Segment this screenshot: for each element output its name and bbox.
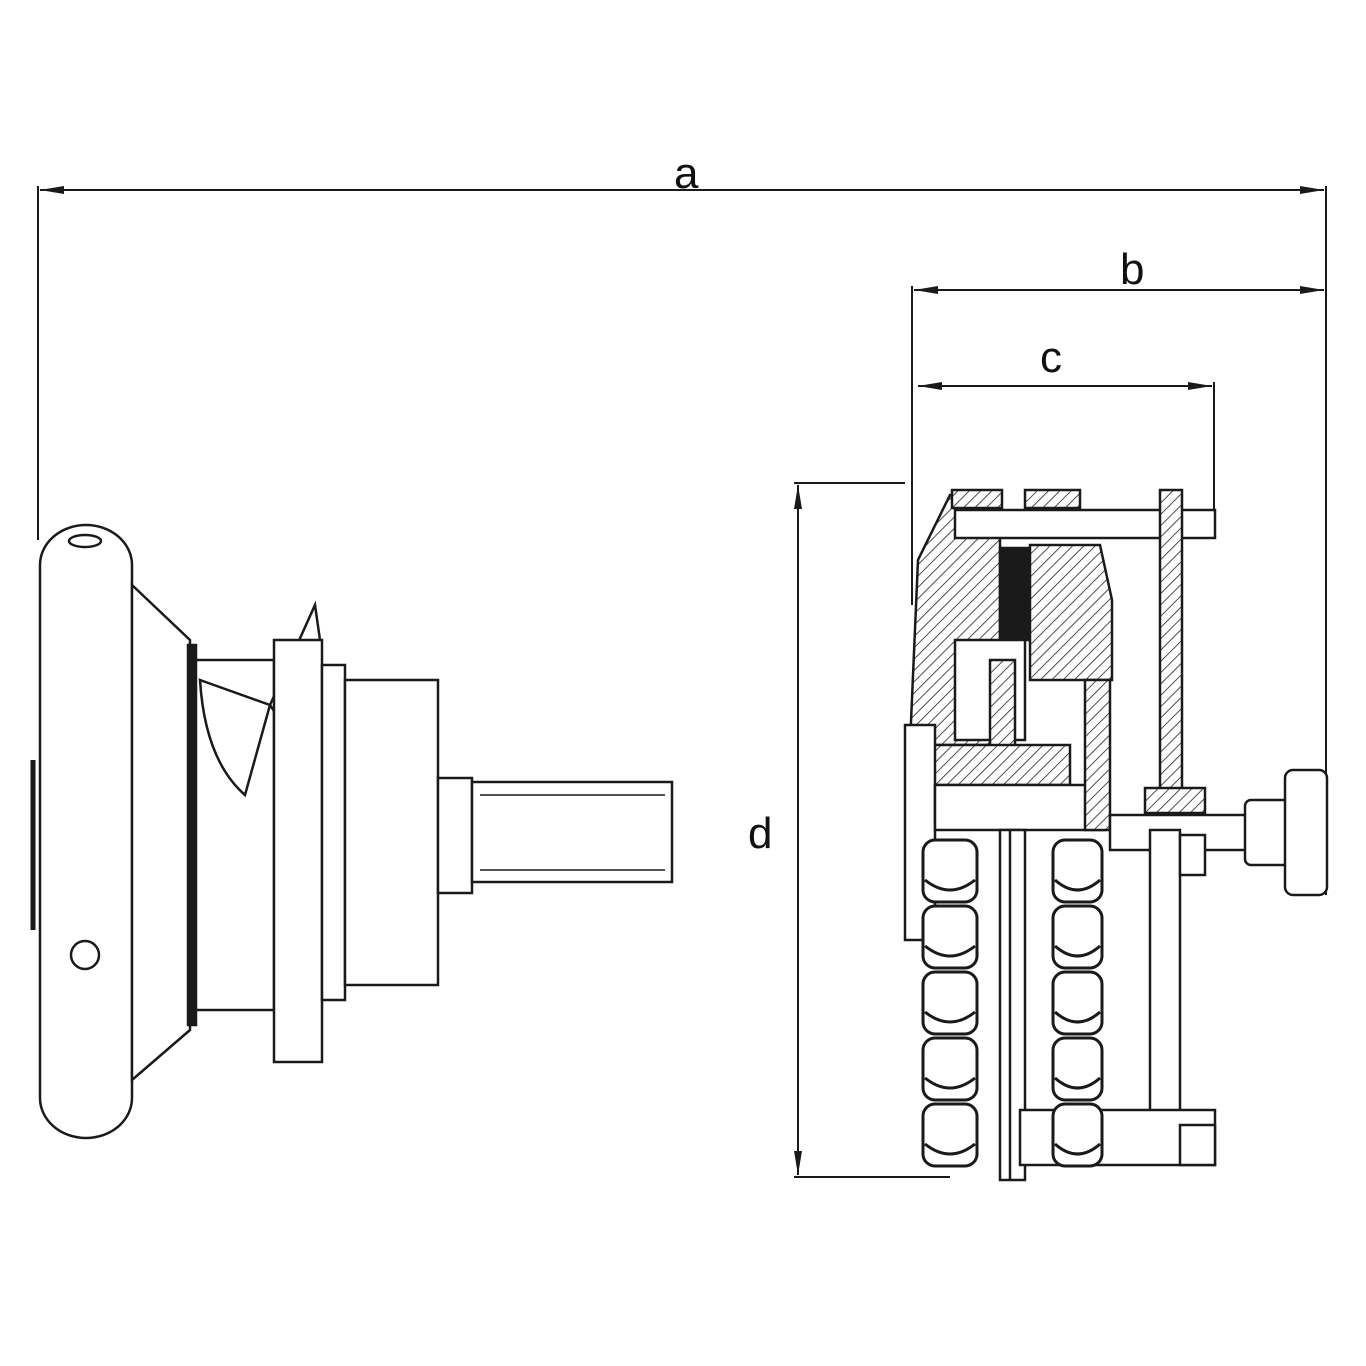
jaw-segment-edge <box>924 878 976 892</box>
jaw-segment-edge <box>1054 1142 1101 1156</box>
jaw-segment-edge <box>1054 878 1101 892</box>
jaw-segment <box>1051 970 1104 1036</box>
jaw-segment <box>921 904 979 970</box>
dimension-d-label: d <box>748 809 773 858</box>
jaw-segment-edge <box>1054 944 1101 958</box>
jaw-segment <box>1051 904 1104 970</box>
jaw-segment-edge <box>924 1076 976 1090</box>
clamp-jaws <box>921 838 1104 1168</box>
handwheel-hole <box>69 939 101 971</box>
jaw-segment-edge <box>924 1010 976 1024</box>
jaw-segment-edge <box>1054 1010 1101 1024</box>
dimension-lines <box>37 186 1327 1178</box>
handwheel-assembly <box>30 523 674 1140</box>
jaw-segment <box>921 970 979 1036</box>
dimension-c-label: c <box>1040 333 1062 382</box>
jaw-segment-edge <box>1054 1076 1101 1090</box>
handwheel-rim <box>38 523 134 1140</box>
clamp-assembly <box>903 488 1329 1182</box>
dimension-b-label: b <box>1120 245 1145 294</box>
jaw-segment <box>921 1036 979 1102</box>
jaw-segment-edge <box>924 944 976 958</box>
jaw-segment <box>1051 1036 1104 1102</box>
jaw-segment <box>921 1102 979 1168</box>
jaw-segment-edge <box>924 1142 976 1156</box>
dimension-a-label: a <box>674 149 699 198</box>
jaw-segment <box>1051 838 1104 904</box>
jaw-segment <box>921 838 979 904</box>
jaw-segment <box>1051 1102 1104 1168</box>
